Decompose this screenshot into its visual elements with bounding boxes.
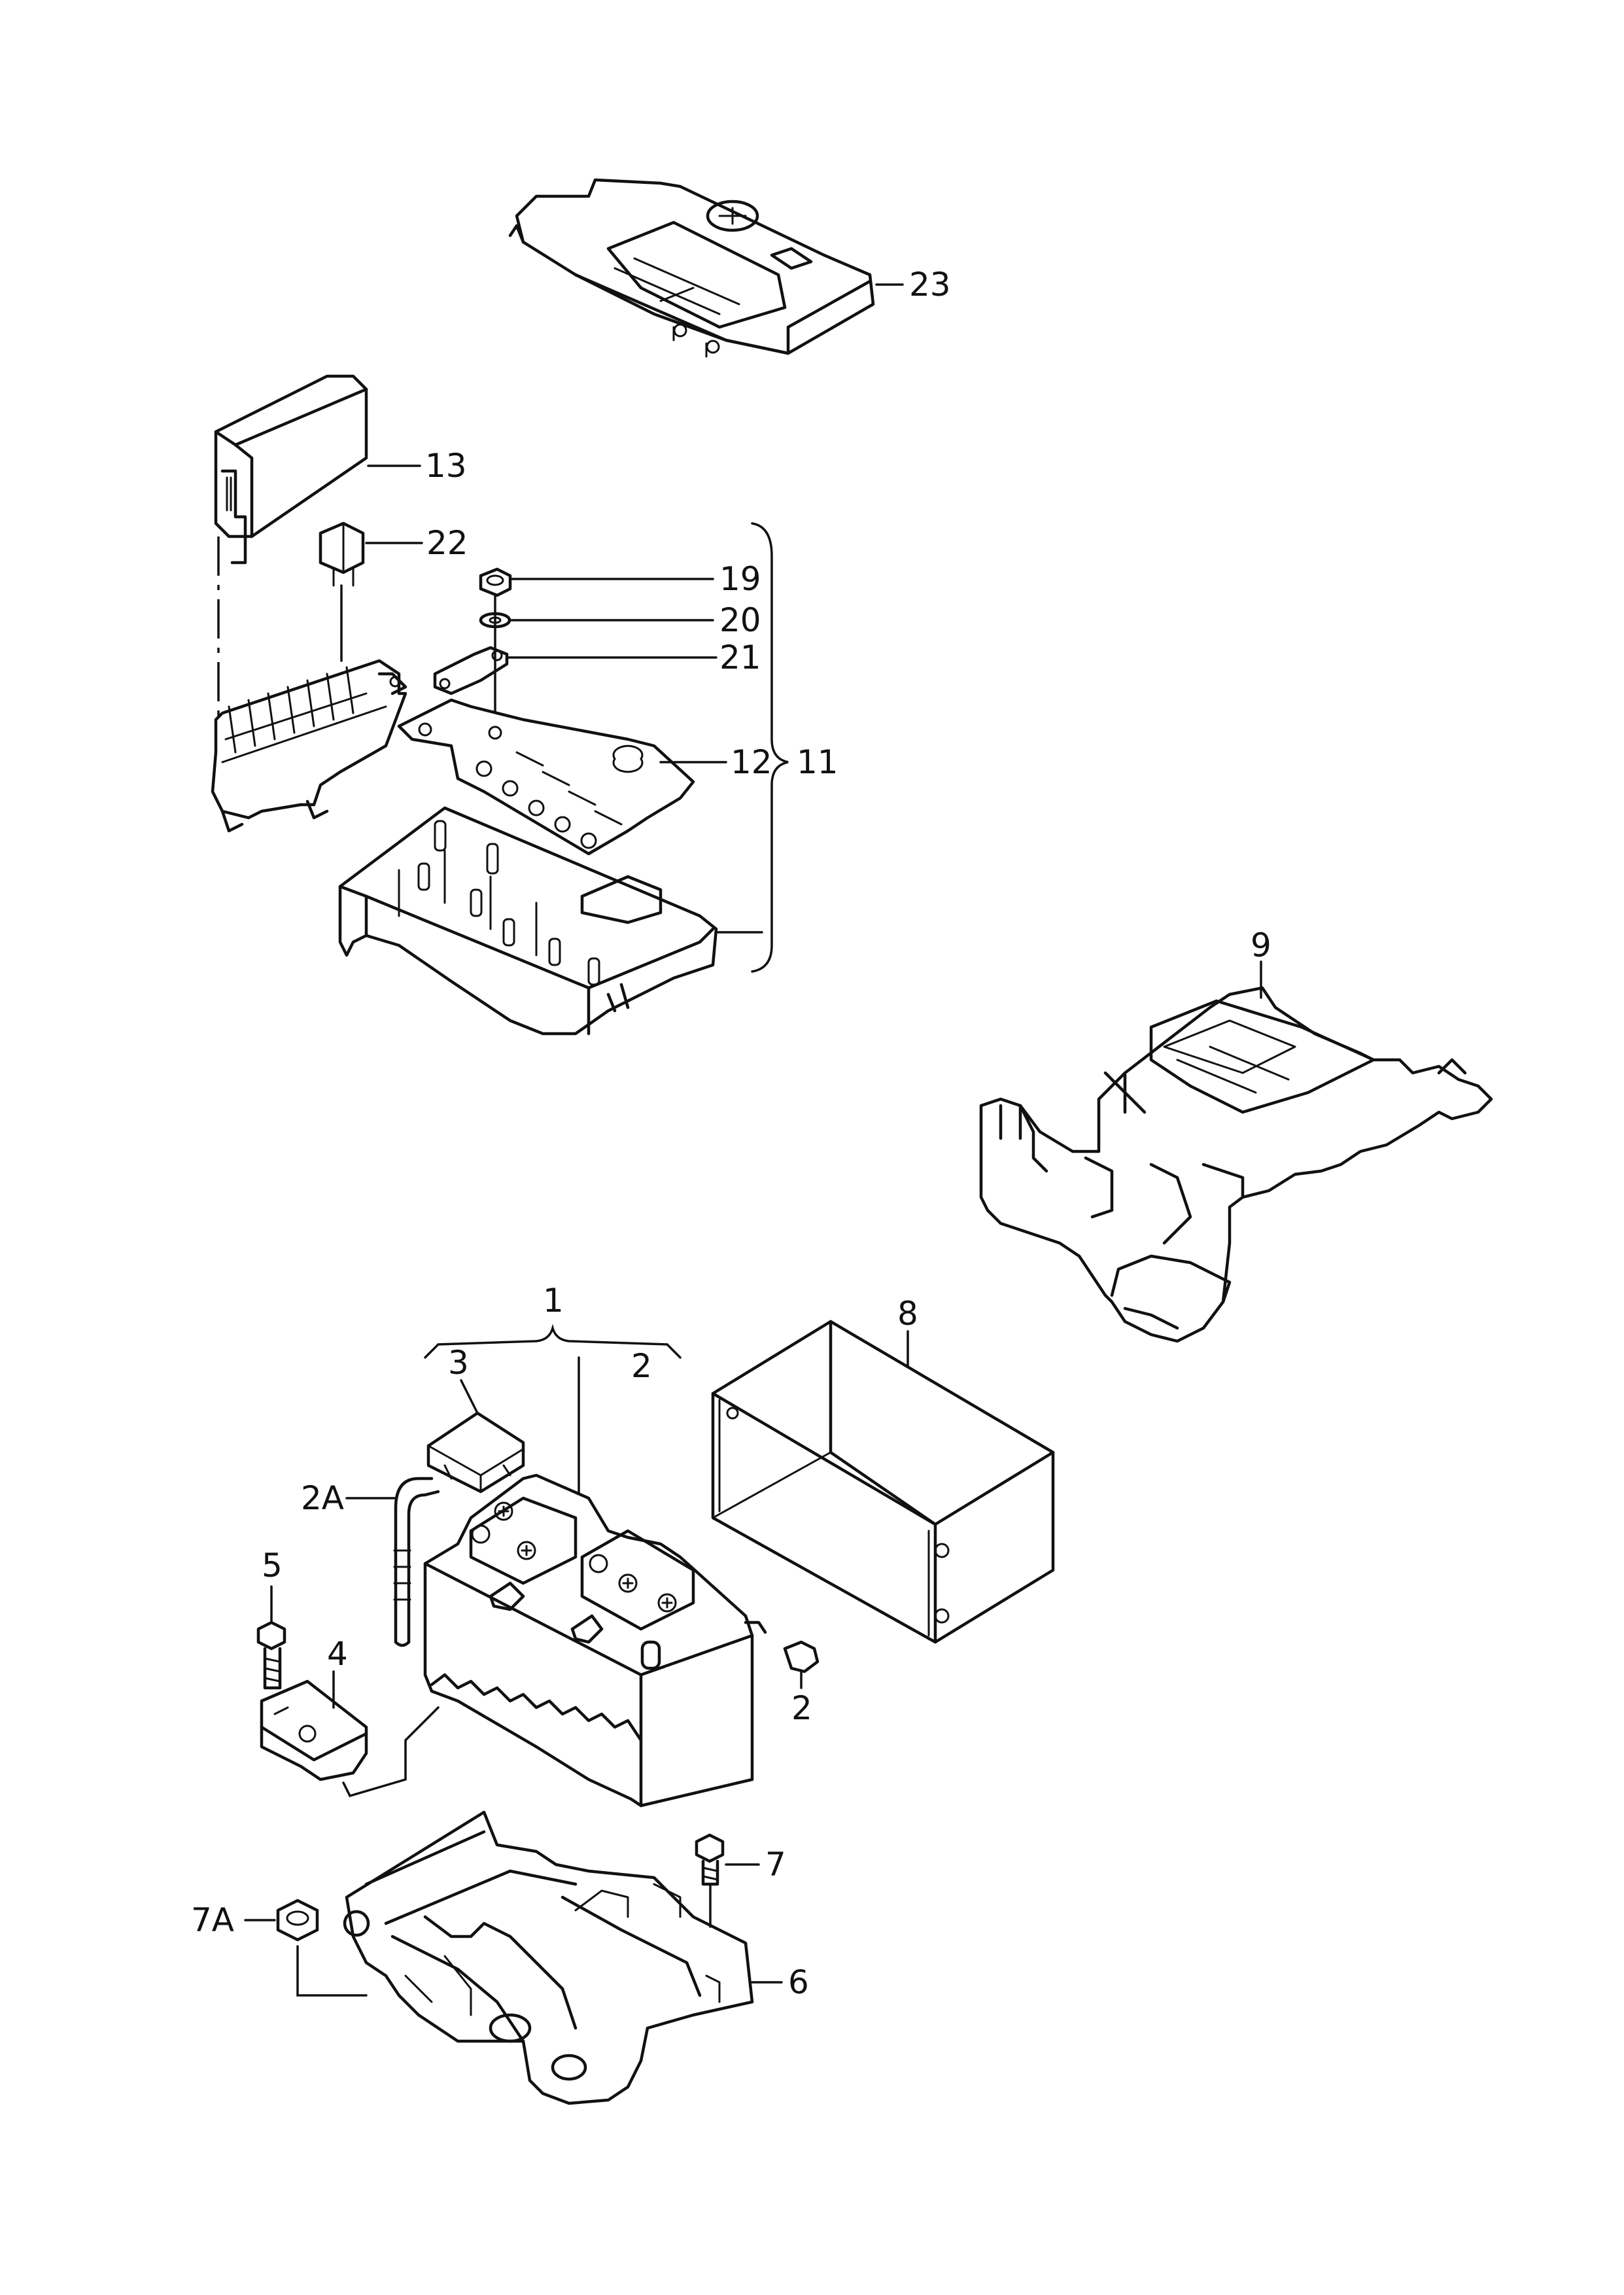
callout-7a: 7A — [191, 1901, 234, 1939]
part-11-base-holder[interactable] — [338, 806, 718, 1036]
callout-2a: 2A — [301, 1479, 344, 1517]
part-8-heat-shield[interactable] — [711, 1320, 1055, 1644]
part-9-tray-insulation[interactable] — [979, 986, 1493, 1343]
callout-4: 4 — [327, 1635, 348, 1673]
callout-2-top: 2 — [631, 1347, 652, 1385]
alignment-line-7a — [296, 1945, 368, 1997]
callout-11: 11 — [797, 743, 838, 781]
part-7a-nut[interactable] — [276, 1899, 319, 1942]
callout-9: 9 — [1251, 926, 1271, 964]
callout-8: 8 — [897, 1295, 918, 1333]
part-6-battery-tray[interactable] — [343, 1810, 754, 2105]
callout-7: 7 — [765, 1846, 786, 1883]
callout-20: 20 — [719, 601, 761, 639]
part-7-bolt[interactable] — [695, 1833, 725, 1886]
callout-12: 12 — [731, 743, 772, 781]
callout-6: 6 — [788, 1963, 809, 2001]
callout-2-side: 2 — [791, 1689, 812, 1727]
part-21-plate[interactable] — [433, 646, 509, 695]
part-13-fuse-box-cover[interactable] — [214, 374, 368, 565]
part-4-clamp[interactable] — [260, 1679, 368, 1781]
bracket-1 — [424, 1323, 682, 1359]
part-2-plug[interactable] — [783, 1640, 820, 1673]
part-12-busbar[interactable] — [397, 698, 695, 856]
part-3-terminal-cover[interactable] — [426, 1411, 525, 1494]
callout-22: 22 — [426, 524, 468, 562]
brace-11 — [751, 522, 789, 973]
part-fuse-holder[interactable] — [211, 659, 407, 833]
callout-19: 19 — [719, 560, 761, 598]
callout-21: 21 — [719, 639, 761, 676]
part-2a-vent-hose[interactable] — [393, 1477, 440, 1647]
leader-3 — [460, 1379, 479, 1414]
part-23-cover[interactable] — [508, 178, 875, 358]
part-22-fuse[interactable] — [319, 521, 365, 587]
callout-23: 23 — [909, 266, 951, 304]
alignment-line-4 — [342, 1706, 440, 1798]
callout-3: 3 — [448, 1344, 469, 1382]
callout-1: 1 — [543, 1282, 564, 1320]
part-1-battery[interactable] — [423, 1473, 767, 1808]
callout-13: 13 — [425, 447, 467, 485]
part-5-bolt[interactable] — [256, 1621, 286, 1690]
part-19-nut[interactable] — [479, 567, 512, 597]
callout-5: 5 — [262, 1547, 283, 1585]
